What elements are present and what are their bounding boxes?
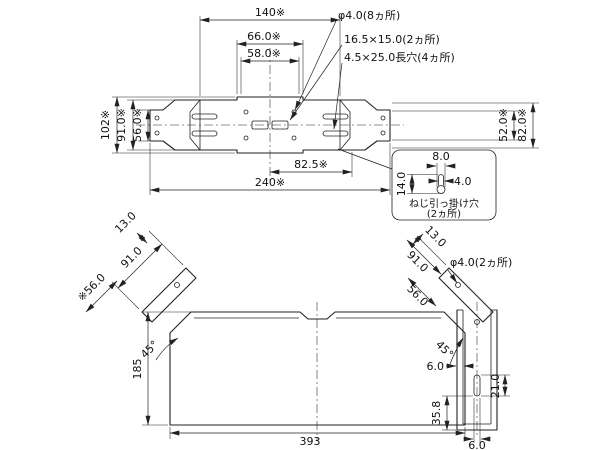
- detail-label-line2: (2ヵ所): [427, 208, 461, 220]
- dim-66-label: 66.0※: [247, 30, 281, 43]
- top-view: 140※ 66.0※ 58.0※ 102※ 91.0※ 56.0※: [99, 6, 539, 221]
- left-flange: [141, 267, 197, 323]
- dim-91-right-label: 91.0: [404, 248, 431, 275]
- callout-longhole-label: 4.5×25.0長穴(4ヵ所): [344, 50, 455, 64]
- callout-slot-label: 16.5×15.0(2ヵ所): [344, 33, 440, 46]
- dim-82-label: 82.0※: [516, 108, 529, 142]
- dim-56-label: 56.0※: [131, 108, 144, 142]
- side-view: 6.0 21.0 35.8 6.0: [427, 302, 510, 450]
- right-flange: [438, 267, 494, 323]
- callout-phi4-8-label: φ4.0(8ヵ所): [338, 9, 400, 22]
- bracket-outline: [149, 96, 391, 154]
- dim-13-left-label: 13.0: [112, 209, 139, 236]
- keyhole-slot: [438, 174, 444, 186]
- detail-dim-4-label: 4.0: [454, 175, 472, 188]
- side-view-dims: 6.0 21.0 35.8 6.0: [427, 360, 510, 450]
- dim-91-left-label: 91.0: [118, 244, 145, 271]
- keyhole-circle: [436, 185, 446, 194]
- top-view-part: [136, 48, 404, 180]
- detail-dim-8-label: 8.0: [432, 150, 450, 163]
- dim-393-label: 393: [300, 435, 321, 448]
- dim-35-8-label: 35.8: [430, 401, 443, 426]
- right-bend-lines: [339, 99, 351, 151]
- left-flange-hole: [174, 282, 180, 288]
- detail-box: 8.0 14.0 4.0 ねじ引っ掛け穴 (2ヵ所): [337, 148, 497, 221]
- top-view-callouts: φ4.0(8ヵ所) 16.5×15.0(2ヵ所) 4.5×25.0長穴(4ヵ所): [289, 9, 455, 130]
- dim-13-right-label: 13.0: [422, 223, 449, 250]
- dim-185-label: 185: [131, 359, 144, 380]
- side-view-part: [456, 302, 498, 436]
- dim-56-left-label: ※56.0: [75, 271, 108, 304]
- detail-label-line1: ねじ引っ掛け穴: [409, 197, 479, 210]
- front-outline: [169, 311, 466, 426]
- callout-phi4-2-label: φ4.0(2ヵ所): [450, 256, 512, 269]
- dim-82-5-label: 82.5※: [294, 158, 328, 171]
- dim-21-label: 21.0: [489, 374, 502, 399]
- detail-dim-14-label: 14.0: [395, 172, 408, 197]
- dim-91-label: 91.0※: [115, 108, 128, 142]
- dim-6-top-label: 6.0: [427, 360, 445, 373]
- dim-140-label: 140※: [255, 6, 285, 19]
- phi4-holes: [154, 109, 386, 141]
- dim-240-label: 240※: [255, 176, 285, 189]
- right-flange-hole: [455, 282, 461, 288]
- dim-102-label: 102※: [99, 110, 112, 140]
- top-view-dims: 140※ 66.0※ 58.0※ 102※ 91.0※ 56.0※: [99, 6, 539, 195]
- dim-58-label: 58.0※: [247, 47, 281, 60]
- dim-56-right-label: 56.0: [404, 282, 431, 309]
- dim-6-bottom-label: 6.0: [468, 439, 486, 450]
- dim-52-label: 52.0※: [497, 108, 510, 142]
- detail-box-frame: [391, 149, 497, 221]
